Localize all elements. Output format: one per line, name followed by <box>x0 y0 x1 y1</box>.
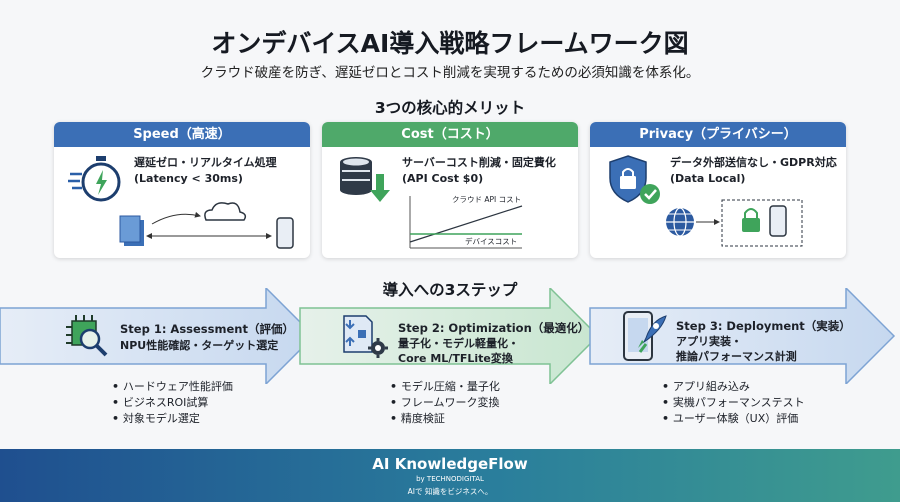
cost-card-text: サーバーコスト削減・固定費化 (API Cost $0) <box>402 156 556 185</box>
globe-icon <box>666 207 694 237</box>
footer-banner: AI KnowledgeFlow by TECHNODIGITAL AIで 知識… <box>0 449 900 502</box>
list-item: 実機パフォーマンステスト <box>662 395 805 411</box>
step1-arrow <box>0 288 316 384</box>
stopwatch-icon <box>68 156 121 202</box>
step2-bullets: モデル圧縮・量子化 フレームワーク変換 精度検証 <box>390 379 500 427</box>
step3-arrow <box>589 288 896 384</box>
list-item: 精度検証 <box>390 411 500 427</box>
device-cost-label: デバイスコスト <box>465 237 518 246</box>
list-item: モデル圧縮・量子化 <box>390 379 500 395</box>
lock-icon <box>742 208 760 232</box>
list-item: フレームワーク変換 <box>390 395 500 411</box>
coin-stack-icon <box>340 157 390 202</box>
speed-card-text: 遅延ゼロ・リアルタイム処理 (Latency < 30ms) <box>134 156 277 185</box>
smartphone-icon <box>276 217 294 249</box>
local-data-illustration <box>666 199 803 247</box>
speed-card: Speed（高速） 遅延ゼロ・リアルタイム処理 (Latency < 30ms) <box>54 122 310 258</box>
footer-byline: by TECHNODIGITAL <box>416 475 484 483</box>
step3-subtitle-line1: アプリ実装・ <box>676 335 742 348</box>
compress-gear-icon <box>343 315 388 358</box>
document-icon <box>119 215 144 246</box>
device-cloud-sync-illustration <box>119 202 272 246</box>
cloud-icon <box>204 202 247 221</box>
privacy-card: Privacy（プライバシー） データ外部送信なし・GDPR対応 (Data L… <box>590 122 846 258</box>
step1-bullets: ハードウェア性能評価 ビジネスROI試算 対象モデル選定 <box>112 379 233 427</box>
cost-card-title: Cost（コスト） <box>322 122 578 147</box>
page-subtitle: クラウド破産を防ぎ、遅延ゼロとコスト削減を実現するための必須知識を体系化。 <box>200 65 700 81</box>
list-item: アプリ組み込み <box>662 379 805 395</box>
speed-card-title: Speed（高速） <box>54 122 310 147</box>
step3-bullets: アプリ組み込み 実機パフォーマンステスト ユーザー体験（UX）評価 <box>662 379 805 427</box>
step1-title: Step 1: Assessment（評価） <box>120 322 294 336</box>
phone-rocket-icon <box>623 311 667 361</box>
steps-flow-arrows <box>0 288 896 384</box>
privacy-card-title: Privacy（プライバシー） <box>590 122 846 147</box>
merits-heading: 3つの核心的メリット <box>374 99 526 117</box>
phone-icon <box>769 205 787 237</box>
step1-subtitle: NPU性能確認・ターゲット選定 <box>120 339 279 352</box>
privacy-card-text: データ外部送信なし・GDPR対応 (Data Local) <box>670 156 837 185</box>
cloud-cost-line <box>409 205 523 243</box>
list-item: 対象モデル選定 <box>112 411 233 427</box>
step2-title: Step 2: Optimization（最適化） <box>398 321 590 335</box>
shield-lock-icon <box>609 155 660 204</box>
cost-comparison-chart <box>409 196 523 249</box>
step3-title: Step 3: Deployment（実装） <box>676 319 851 333</box>
step2-arrow <box>299 288 600 384</box>
chip-magnifier-icon <box>66 315 108 357</box>
footer-tagline: AIで 知識をビジネスへ。 <box>407 487 493 496</box>
steps-heading: 導入への3ステップ <box>382 281 518 299</box>
list-item: ハードウェア性能評価 <box>112 379 233 395</box>
list-item: ビジネスROI試算 <box>112 395 233 411</box>
step2-subtitle-line1: 量子化・モデル軽量化・ <box>398 337 519 350</box>
footer-brand: AI KnowledgeFlow <box>372 455 528 473</box>
page-title: オンデバイスAI導入戦略フレームワーク図 <box>211 29 689 58</box>
step3-subtitle-line2: 推論パフォーマンス計測 <box>676 350 797 363</box>
cost-card: Cost（コスト） サーバーコスト削減・固定費化 (API Cost $0) ク… <box>322 122 578 258</box>
step2-subtitle-line2: Core ML/TFLite変換 <box>398 352 513 365</box>
list-item: ユーザー体験（UX）評価 <box>662 411 805 427</box>
cloud-cost-label: クラウド API コスト <box>452 195 522 204</box>
